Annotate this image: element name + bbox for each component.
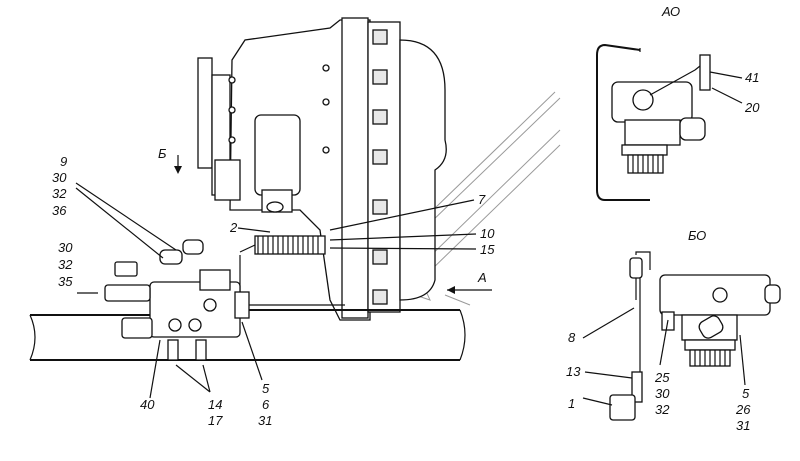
ao-lower-body: [624, 119, 681, 146]
leader-2: [237, 227, 271, 233]
arrow-a-label: А: [477, 270, 487, 285]
leader-8: [582, 307, 635, 339]
arrow-b-label: Б: [158, 146, 167, 161]
leader-7: [329, 199, 475, 231]
main-flange: [341, 17, 369, 319]
bo-callouts: БО 8 13 1 25 30 32 5 26 31: [566, 228, 751, 433]
leader-5-26: [739, 334, 746, 386]
callout-bo-31: 31: [736, 418, 750, 433]
leader-5-6-31: [241, 321, 263, 381]
view-bo: [582, 251, 781, 421]
callout-30-a: 30: [52, 170, 67, 185]
ao-port: [632, 89, 654, 111]
callout-bo-5: 5: [742, 386, 750, 401]
callout-35: 35: [58, 274, 73, 289]
leader-14-17: [175, 364, 211, 393]
bo-rod: [635, 251, 651, 385]
callout-15: 15: [480, 242, 495, 257]
callout-36: 36: [52, 203, 67, 218]
ao-fitting: [679, 117, 706, 141]
callout-8: 8: [568, 330, 576, 345]
bo-top-boss: [629, 257, 643, 279]
ao-callouts: АО 41 20: [661, 4, 760, 115]
bo-right-fitting: [764, 284, 781, 304]
upper-cylinder: [254, 114, 301, 196]
housing-bolts: [228, 64, 330, 154]
leader-20: [711, 87, 743, 104]
callout-17: 17: [208, 413, 223, 428]
bo-knob: [609, 394, 636, 421]
side-boss: [214, 159, 241, 201]
rail-breaks: [29, 309, 466, 361]
callout-13: 13: [566, 364, 581, 379]
return-spring: [254, 235, 326, 255]
callout-26: 26: [735, 402, 751, 417]
leader-13: [584, 371, 633, 379]
valve-assembly: [104, 239, 250, 361]
left-plate: [197, 57, 213, 169]
main-callouts: 9 30 32 36 30 32 35 2 7 10 15 40 14 17 5…: [52, 146, 495, 428]
bo-cap: [684, 339, 736, 351]
ao-filter: [627, 154, 664, 174]
callout-10: 10: [480, 226, 495, 241]
leader-9-36: [75, 182, 177, 259]
callout-7: 7: [478, 192, 486, 207]
callout-9: 9: [60, 154, 67, 169]
view-bo-title: БО: [688, 228, 706, 243]
flange-bolts: [372, 29, 388, 305]
clutch-housing: [399, 39, 447, 301]
callout-2: 2: [229, 220, 238, 235]
callout-32-a: 32: [52, 186, 67, 201]
second-flange: [367, 21, 401, 313]
ao-bracket: [596, 43, 650, 201]
callout-14: 14: [208, 397, 222, 412]
ao-rod: [699, 54, 711, 91]
leader-25: [659, 319, 669, 366]
callout-bo-32: 32: [655, 402, 670, 417]
callout-20: 20: [744, 100, 760, 115]
callout-5: 5: [262, 381, 270, 396]
callout-31: 31: [258, 413, 272, 428]
arrow-a-head: [447, 286, 455, 294]
callout-32-b: 32: [58, 257, 73, 272]
callout-41: 41: [745, 70, 759, 85]
callout-6: 6: [262, 397, 270, 412]
arrow-b-head: [174, 166, 182, 174]
callout-25: 25: [654, 370, 670, 385]
callout-bo-30: 30: [655, 386, 670, 401]
leader-41: [709, 71, 743, 79]
bo-elbow: [698, 315, 724, 339]
leader-40: [149, 339, 161, 399]
view-ao: [596, 43, 743, 201]
leader-1: [582, 397, 613, 406]
callout-1: 1: [568, 396, 575, 411]
bo-port: [712, 287, 728, 303]
ao-cap: [621, 144, 668, 156]
frame-rail: [30, 309, 460, 361]
callout-30-b: 30: [58, 240, 73, 255]
main-view: [29, 17, 492, 399]
callout-40: 40: [140, 397, 155, 412]
view-ao-title: АО: [661, 4, 680, 19]
leader-15: [329, 247, 477, 250]
leader-10: [329, 233, 477, 241]
bo-rod-end: [631, 371, 643, 403]
